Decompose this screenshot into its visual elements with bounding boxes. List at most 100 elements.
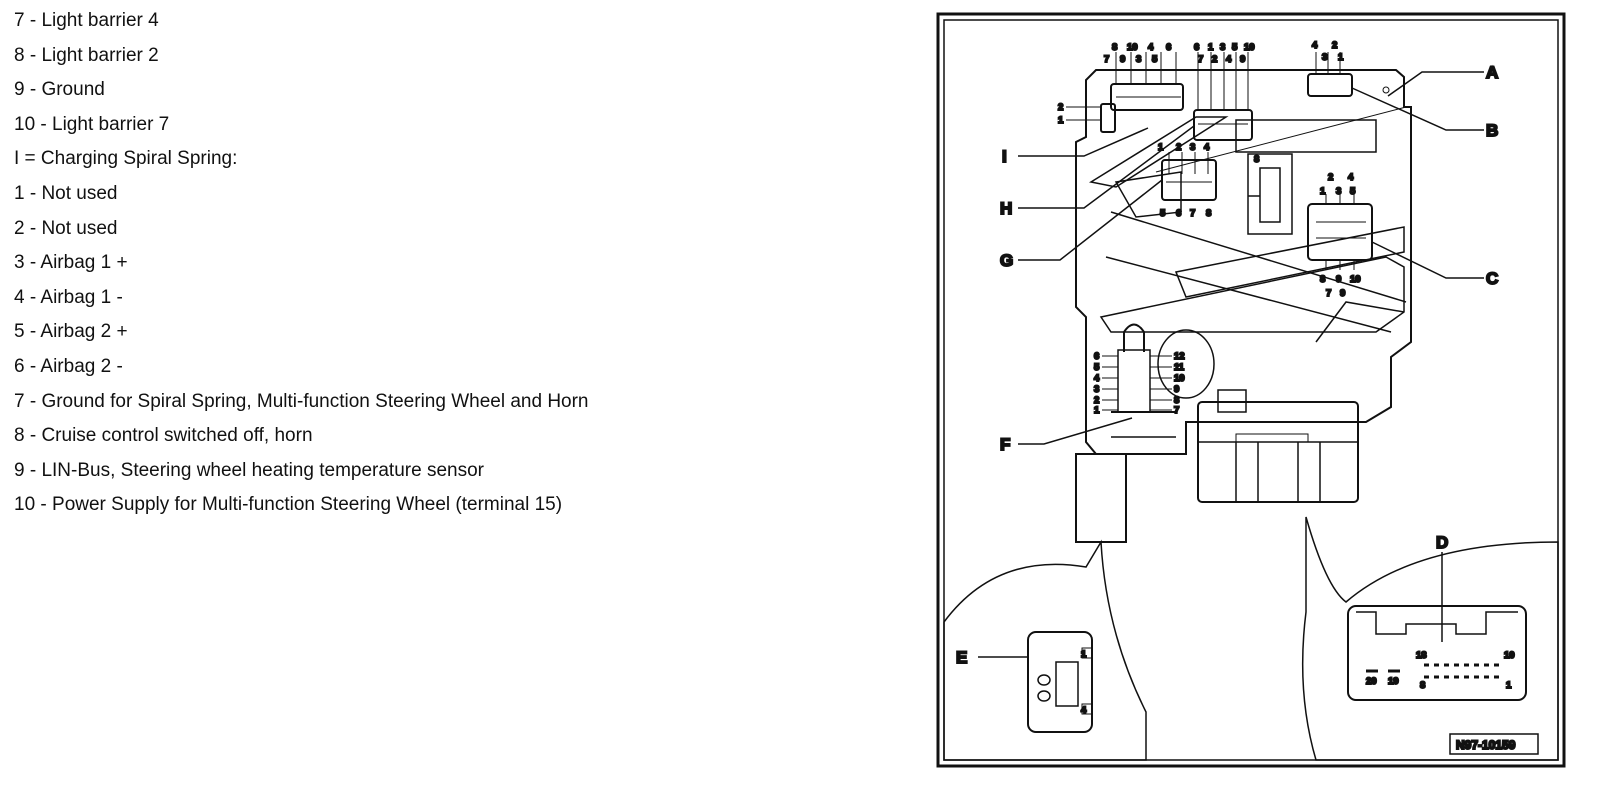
- pin-label: 5: [1160, 208, 1166, 219]
- pin-label: 2: [1212, 54, 1217, 65]
- section-heading-charging-spiral-spring: I = Charging Spiral Spring:: [14, 148, 238, 170]
- label-a: A: [1486, 63, 1498, 82]
- pin-description-line: 6 - Airbag 2 -: [14, 355, 123, 377]
- pin-label: 6: [1194, 42, 1199, 53]
- connector-h: 6 1 3 5 10 7 2 4 9 8: [1193, 41, 1260, 166]
- pin-label: 7: [1198, 54, 1203, 65]
- pin-description-line: 9 - LIN-Bus, Steering wheel heating temp…: [14, 459, 484, 481]
- connector-d-detail: 18 10 20 19 8 1: [1347, 605, 1527, 701]
- pin-label: 10: [1504, 650, 1515, 661]
- pin-label: 3: [1322, 52, 1327, 63]
- connector-b: 4 2 3 1: [1307, 39, 1390, 97]
- label-h: H: [1000, 199, 1012, 218]
- pin-label: 2: [1176, 142, 1181, 153]
- connector-c: 2 4 1 3 5 8 9 10 7 9: [1307, 171, 1373, 300]
- pin-row: [1366, 663, 1499, 679]
- pin-label: 8: [1254, 154, 1259, 165]
- pin-label: 9: [1336, 274, 1341, 285]
- pin-label: 8: [1174, 395, 1179, 406]
- pin-label: 20: [1366, 676, 1377, 687]
- connector-g: 1 2 3 4 5 6 7 8: [1157, 141, 1217, 220]
- pin-label: 1: [1158, 142, 1164, 153]
- connector-main-plug: [1197, 389, 1359, 503]
- pin-description-line: 8 - Cruise control switched off, horn: [14, 425, 313, 447]
- pin-label: 4: [1081, 705, 1087, 716]
- pin-label: 9: [1120, 54, 1125, 65]
- leader-lines: [978, 71, 1484, 658]
- pin-label: 19: [1388, 676, 1399, 687]
- pin-label: 4: [1148, 42, 1154, 53]
- pin-label: 3: [1220, 42, 1225, 53]
- pin-description-line: 10 - Power Supply for Multi-function Ste…: [14, 494, 563, 516]
- pin-description-list: 7 - Light barrier 4 8 - Light barrier 2 …: [14, 4, 894, 523]
- pin-label: 4: [1226, 54, 1232, 65]
- pin-label: 7: [1174, 405, 1179, 416]
- pin-description-line: 9 - Ground: [14, 79, 105, 101]
- pin-label: 10: [1244, 42, 1255, 53]
- pin-label: 1: [1320, 186, 1326, 197]
- label-d: D: [1436, 533, 1448, 552]
- pin-label: 2: [1332, 40, 1337, 51]
- pin-label: 6: [1176, 208, 1181, 219]
- pin-label: 4: [1312, 40, 1318, 51]
- relay-component: [1247, 153, 1293, 235]
- pin-label: 3: [1336, 186, 1341, 197]
- figure-inner-frame: [943, 19, 1559, 761]
- pin-label: 9: [1240, 54, 1245, 65]
- pin-label: 5: [1094, 362, 1100, 373]
- label-i: I: [1002, 147, 1007, 166]
- pin-description-line: 4 - Airbag 1 -: [14, 286, 123, 308]
- pin-label: 7: [1190, 208, 1195, 219]
- connector-e-detail: 1 4: [1027, 631, 1093, 733]
- pin-label: 10: [1174, 373, 1185, 384]
- pin-label: 4: [1348, 172, 1354, 183]
- pin-label: 2: [1058, 102, 1063, 113]
- pin-label: 8: [1206, 208, 1211, 219]
- label-g: G: [1000, 251, 1013, 270]
- pin-description-line: 8 - Light barrier 2: [14, 44, 159, 66]
- pin-label: 3: [1094, 384, 1099, 395]
- pin-label: 12: [1174, 351, 1185, 362]
- pin-label: 6: [1094, 351, 1099, 362]
- pin-description-line: 2 - Not used: [14, 217, 118, 239]
- pin-label: 7: [1104, 54, 1109, 65]
- callout-d: [1301, 516, 1559, 761]
- pin-description-line: 7 - Ground for Spiral Spring, Multi-func…: [14, 390, 589, 412]
- pin-label: 1: [1058, 115, 1064, 126]
- pin-label: 5: [1232, 42, 1238, 53]
- connector-i: 8 10 4 6 7 9 3 5 2 1: [1057, 41, 1184, 133]
- pin-label: 18: [1416, 650, 1427, 661]
- pin-label: 1: [1338, 52, 1344, 63]
- callout-e: [943, 539, 1147, 761]
- pin-label: 1: [1506, 680, 1512, 691]
- pin-description-line: 5 - Airbag 2 +: [14, 321, 128, 343]
- pin-label: 1: [1094, 405, 1100, 416]
- pin-label: 4: [1094, 373, 1100, 384]
- pin-label: 3: [1190, 142, 1195, 153]
- pin-description-line: 10 - Light barrier 7: [14, 113, 170, 135]
- pin-label: 7: [1326, 288, 1331, 299]
- connector-diagram: 8 10 4 6 7 9 3 5 2 1 6 1 3 5 10 7 2 4 9 …: [936, 12, 1592, 782]
- pin-label: 1: [1081, 649, 1087, 660]
- pin-label: 11: [1174, 362, 1185, 373]
- control-unit-housing: [1075, 69, 1412, 455]
- connector-diagram-svg: 8 10 4 6 7 9 3 5 2 1 6 1 3 5 10 7 2 4 9 …: [936, 12, 1566, 768]
- pin-label: 2: [1094, 395, 1099, 406]
- connector-f: 6 5 4 3 2 1 12 11 10 9 8 7: [1093, 323, 1215, 417]
- reference-number: N97-10159: [1456, 738, 1516, 752]
- pin-label: 3: [1136, 54, 1141, 65]
- label-c: C: [1486, 269, 1498, 288]
- pin-description-line: 7 - Light barrier 4: [14, 10, 159, 31]
- pin-label: 9: [1174, 384, 1179, 395]
- label-e: E: [956, 648, 967, 667]
- pin-label: 8: [1112, 42, 1117, 53]
- pin-label: 6: [1166, 42, 1171, 53]
- pin-label: 1: [1208, 42, 1214, 53]
- pin-label: 9: [1340, 288, 1345, 299]
- pin-label: 8: [1420, 680, 1425, 691]
- label-f: F: [1000, 435, 1010, 454]
- reference-box: N97-10159: [1449, 733, 1539, 755]
- pin-label: 4: [1204, 142, 1210, 153]
- pin-label: 10: [1350, 274, 1361, 285]
- figure-frame: [936, 12, 1566, 768]
